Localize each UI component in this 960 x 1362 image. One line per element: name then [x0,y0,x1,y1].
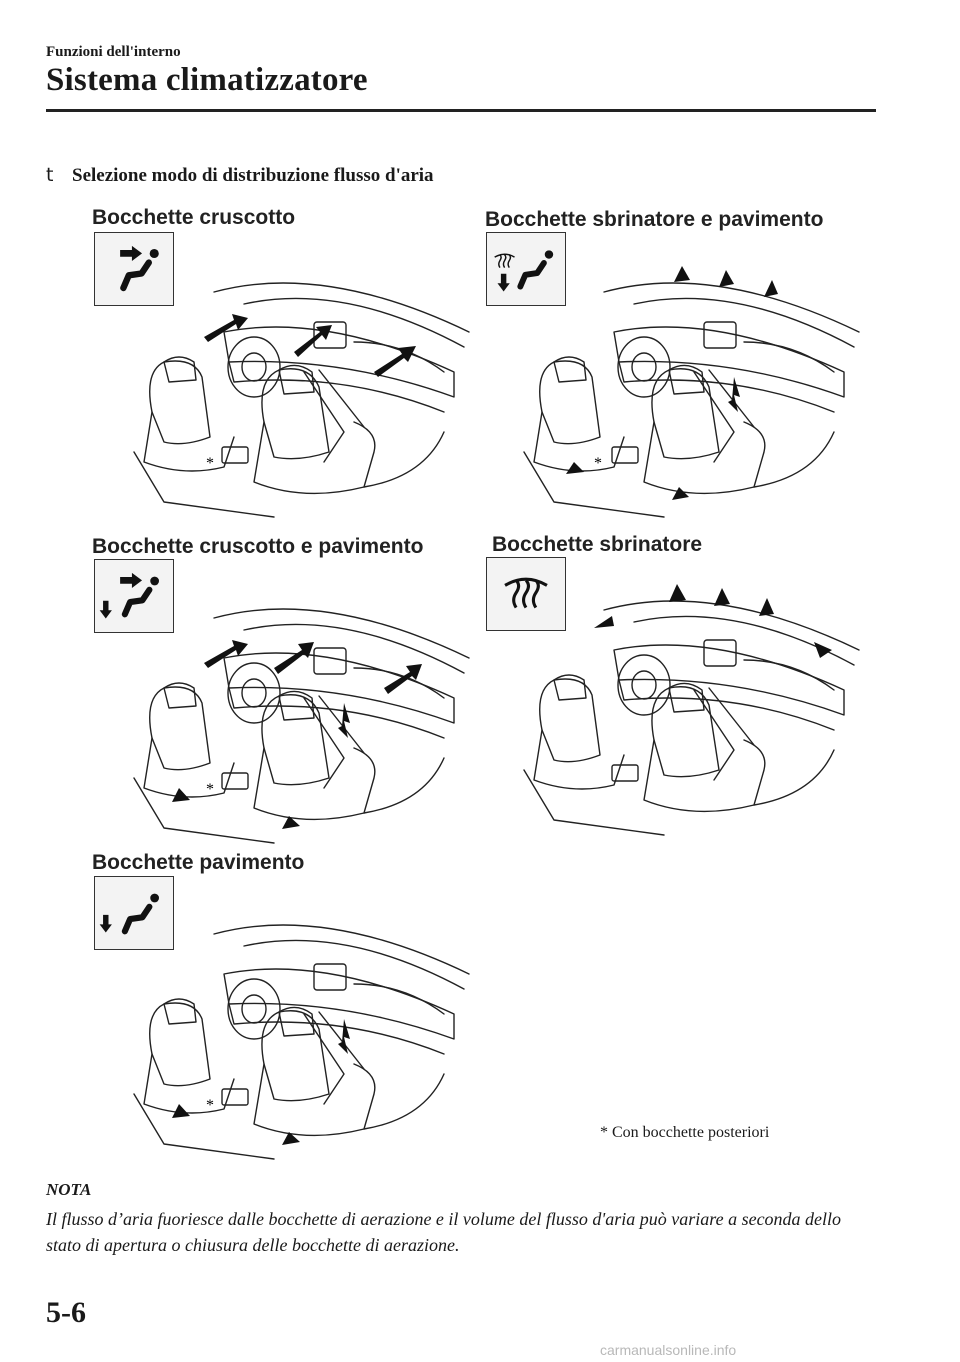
vent-face-icon [94,232,174,306]
vent-face-floor-icon [94,559,174,633]
section-label: Funzioni dell'interno [46,44,181,60]
note-body: Il flusso d’aria fuoriesce dalle bocchet… [46,1209,842,1255]
vent-defrost-floor-icon [486,232,566,306]
subheading-text: Selezione modo di distribuzione flusso d… [72,165,434,186]
page-number: 5-6 [46,1296,86,1329]
subheading: t Selezione modo di distribuzione flusso … [46,164,434,187]
footnote: * Con bocchette posteriori [600,1124,770,1141]
rear-vent-asterisk: * [594,455,602,472]
vent-floor-icon [94,876,174,950]
cabin-illustration-face-floor: * [124,588,474,848]
vent-defrost-icon [486,557,566,631]
title-divider [46,109,876,112]
mode-label-defrost: Bocchette sbrinatore [492,533,703,556]
mode-label-face-floor: Bocchette cruscotto e pavimento [92,535,424,558]
cabin-illustration-defrost [514,580,864,840]
mode-label-face: Bocchette cruscotto [92,206,296,229]
note-title: NOTA [46,1180,92,1199]
rear-vent-asterisk: * [206,1097,214,1114]
page-title: Sistema climatizzatore [46,62,368,98]
cabin-illustration-face: * [124,262,474,522]
bullet-icon: t [46,164,54,186]
watermark: carmanualsonline.info [600,1342,737,1358]
rear-vent-asterisk: * [206,781,214,798]
mode-label-defrost-floor: Bocchette sbrinatore e pavimento [485,208,824,231]
mode-label-floor: Bocchette pavimento [92,851,305,874]
rear-vent-asterisk: * [206,455,214,472]
cabin-illustration-defrost-floor: * [514,262,864,522]
cabin-illustration-floor: * [124,904,474,1164]
